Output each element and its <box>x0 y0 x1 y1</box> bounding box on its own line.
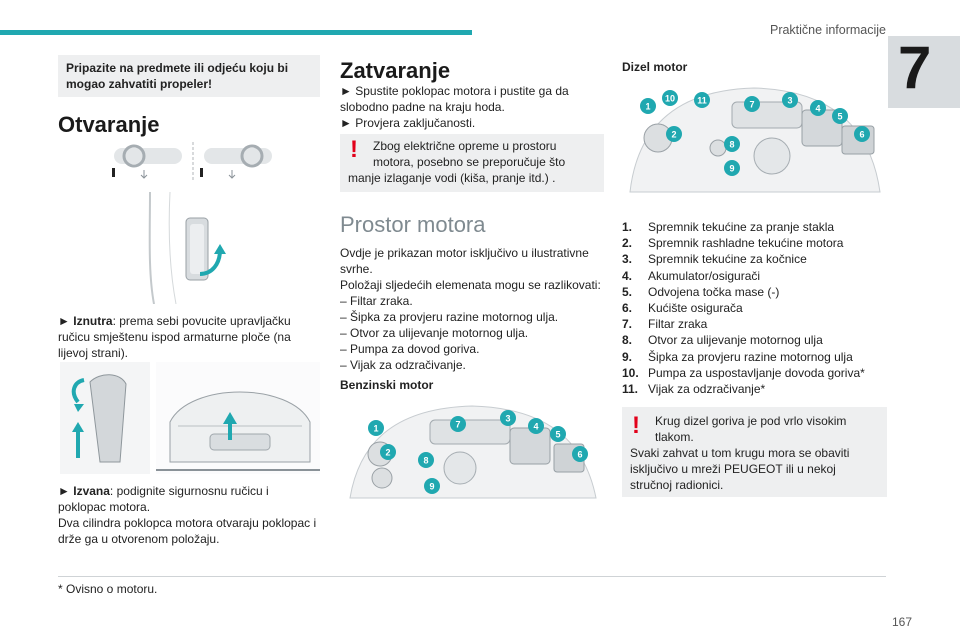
warning-icon: ! <box>350 136 358 163</box>
diesel-badge-9: 9 <box>724 160 740 176</box>
diesel-badge-8: 8 <box>724 136 740 152</box>
list-item: – Vijak za odzračivanje. <box>340 358 466 372</box>
propeller-note-box: Pripazite na predmete ili odjeću koju bi… <box>58 55 320 97</box>
list-item: 3.Spremnik tekućine za kočnice <box>622 252 807 267</box>
dashboard-lever-illustration <box>112 142 272 182</box>
svg-text:9: 9 <box>729 164 734 174</box>
petrol-badge-3: 3 <box>500 410 516 426</box>
list-item: – Šipka za provjeru razine motornog ulja… <box>340 310 559 324</box>
list-item: 9.Šipka za provjeru razine motornog ulja <box>622 349 853 364</box>
electrical-warning-box <box>340 134 604 192</box>
step-outside-text: : podignite sigurnosnu ručicu i poklopac… <box>58 484 269 514</box>
svg-text:2: 2 <box>385 448 390 458</box>
engine-intro-2: Položaji sljedećih elemenata mogu se raz… <box>340 278 601 292</box>
svg-text:5: 5 <box>837 112 842 122</box>
petrol-badge-6: 6 <box>572 446 588 462</box>
closing-heading: Zatvaranje <box>340 58 451 83</box>
diesel-badge-2: 2 <box>666 126 682 142</box>
propeller-note: Pripazite na predmete ili odjeću koju bi… <box>66 61 289 91</box>
diesel-badge-7: 7 <box>744 96 760 112</box>
svg-text:5: 5 <box>555 430 560 440</box>
svg-text:11: 11 <box>697 96 707 106</box>
svg-text:7: 7 <box>455 420 460 430</box>
petrol-badge-9: 9 <box>424 478 440 494</box>
svg-text:8: 8 <box>729 140 734 150</box>
electrical-warning-line2: manje izlaganje vodi (kiša, pranje itd.)… <box>348 171 556 185</box>
svg-text:1: 1 <box>645 102 650 112</box>
electrical-warning-line1: Zbog električne opreme u prostoru motora… <box>373 139 566 169</box>
svg-text:1: 1 <box>373 424 378 434</box>
diesel-warning-box <box>622 407 887 497</box>
list-item: – Filtar zraka. <box>340 294 413 308</box>
step-outside-marker: ► <box>58 484 70 498</box>
diesel-badge-3: 3 <box>782 92 798 108</box>
step-inside: ► Iznutra: prema sebi povucite upravljač… <box>58 313 320 361</box>
svg-text:4: 4 <box>815 104 820 114</box>
engine-intro-1: Ovdje je prikazan motor isključivo u ilu… <box>340 246 589 276</box>
variable-items-list: – Filtar zraka. – Šipka za provjeru razi… <box>340 293 604 373</box>
svg-text:7: 7 <box>749 100 754 110</box>
list-item: 4.Akumulator/osigurači <box>622 268 761 283</box>
warning-icon: ! <box>632 412 640 439</box>
list-item: 2.Spremnik rashladne tekućine motora <box>622 236 844 251</box>
petrol-badge-8: 8 <box>418 452 434 468</box>
petrol-badge-7: 7 <box>450 416 466 432</box>
step-inside-label: Iznutra <box>73 314 113 328</box>
petrol-badge-1: 1 <box>368 420 384 436</box>
svg-text:2: 2 <box>671 130 676 140</box>
svg-text:3: 3 <box>505 414 510 424</box>
svg-text:6: 6 <box>859 130 864 140</box>
svg-text:4: 4 <box>533 422 538 432</box>
outside-safety-catch-illustration <box>60 362 320 474</box>
list-item: 6.Kućište osigurača <box>622 301 743 316</box>
opening-heading: Otvaranje <box>58 112 160 137</box>
step-outside: ► Izvana: podignite sigurnosnu ručicu i … <box>58 483 320 515</box>
closing-step-1: ► Spustite poklopac motora i pustite ga … <box>340 84 569 114</box>
diesel-badge-5: 5 <box>832 108 848 124</box>
diesel-warning-line2: tlakom. <box>655 430 694 444</box>
closing-step-2: ► Provjera zaključanosti. <box>340 116 476 130</box>
svg-text:9: 9 <box>429 482 434 492</box>
petrol-badge-4: 4 <box>528 418 544 434</box>
step-outside-label: Izvana <box>73 484 110 498</box>
header-accent-bar <box>0 30 472 35</box>
svg-text:8: 8 <box>423 456 428 466</box>
svg-text:3: 3 <box>787 96 792 106</box>
list-item: 11.Vijak za odzračivanje* <box>622 382 766 397</box>
list-item: 5.Odvojena točka mase (-) <box>622 284 780 299</box>
footnote-divider <box>58 576 886 577</box>
list-item: 8.Otvor za ulijevanje motornog ulja <box>622 333 823 348</box>
step-inside-text: : prema sebi povucite upravljačku ručicu… <box>58 314 291 360</box>
diesel-badge-10: 10 <box>662 90 678 106</box>
list-item: – Pumpa za dovod goriva. <box>340 342 480 356</box>
chapter-tab <box>888 36 960 108</box>
diesel-engine-illustration: 1 10 11 7 3 4 5 6 2 8 9 <box>629 87 881 193</box>
svg-text:10: 10 <box>665 94 675 104</box>
petrol-badge-2: 2 <box>380 444 396 460</box>
diesel-engine-heading: Dizel motor <box>622 60 688 74</box>
list-item: 1.Spremnik tekućine za pranje stakla <box>622 220 835 234</box>
inside-release-lever-illustration <box>148 192 226 304</box>
page-number: 167 <box>891 615 912 629</box>
diesel-badge-6: 6 <box>854 126 870 142</box>
step-inside-marker: ► <box>58 314 70 328</box>
footnote: * Ovisno o motoru. <box>58 582 158 596</box>
svg-text:6: 6 <box>577 450 582 460</box>
list-item: 7.Filtar zraka <box>622 317 708 332</box>
component-legend-list: 1.Spremnik tekućine za pranje stakla 2.S… <box>622 219 887 397</box>
cylinders-text: Dva cilindra poklopca motora otvaraju po… <box>58 516 317 546</box>
diesel-warning-line1: Krug dizel goriva je pod vrlo visokim <box>655 414 847 428</box>
diesel-badge-1: 1 <box>640 98 656 114</box>
engine-compartment-heading: Prostor motora <box>340 212 486 237</box>
petrol-engine-heading: Benzinski motor <box>340 378 434 392</box>
diesel-badge-11: 11 <box>694 92 710 108</box>
petrol-badge-5: 5 <box>550 426 566 442</box>
diesel-badge-4: 4 <box>810 100 826 116</box>
petrol-engine-illustration: 1 2 7 3 4 5 6 8 9 <box>349 405 597 499</box>
diesel-warning-text: Svaki zahvat u tom krugu mora se obaviti… <box>630 446 850 492</box>
list-item: – Otvor za ulijevanje motornog ulja. <box>340 326 529 340</box>
running-header: Praktične informacije <box>769 23 886 37</box>
list-item: 10.Pumpa za uspostavljanje dovoda goriva… <box>622 365 865 380</box>
chapter-number: 7 <box>898 34 932 101</box>
